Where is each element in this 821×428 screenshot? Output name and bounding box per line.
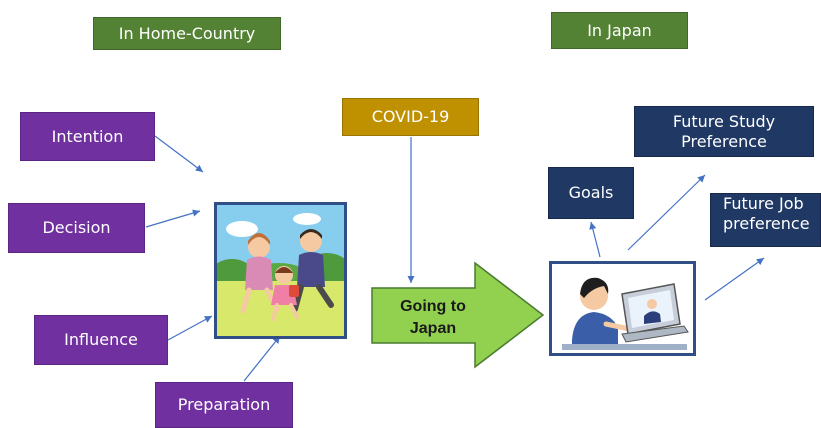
- going-to-japan-line2: Japan: [409, 319, 457, 337]
- going-to-japan-label: Going to Japan: [378, 296, 488, 339]
- future-study-box: Future Study Preference: [634, 106, 814, 157]
- online-class-illustration: [549, 261, 696, 356]
- job-connector: [704, 257, 765, 301]
- decision-box: Decision: [8, 203, 145, 253]
- preparation-connector: [243, 335, 281, 382]
- future-study-line2: Preference: [681, 131, 767, 151]
- student-laptop-icon: [552, 264, 693, 353]
- future-job-line1: Future Job: [723, 194, 804, 213]
- going-to-japan-line1: Going to: [400, 298, 466, 315]
- future-job-line2: preference: [723, 214, 810, 233]
- preparation-box: Preparation: [155, 382, 293, 428]
- japan-header: In Japan: [551, 12, 688, 49]
- home-country-header: In Home-Country: [93, 17, 281, 50]
- intention-box: Intention: [20, 112, 155, 161]
- study-connector: [627, 174, 706, 251]
- influence-box: Influence: [34, 315, 168, 365]
- family-running-icon: [210, 205, 351, 336]
- covid-box: COVID-19: [342, 98, 479, 136]
- influence-connector: [167, 315, 213, 341]
- decision-connector: [145, 209, 201, 228]
- goals-connector: [589, 221, 601, 258]
- intention-connector: [154, 135, 204, 173]
- going-to-japan-arrow: [371, 261, 545, 369]
- family-illustration: [210, 202, 351, 339]
- future-job-box: Future Job preference: [710, 193, 821, 247]
- future-study-line1: Future Study: [672, 111, 776, 131]
- goals-box: Goals: [548, 167, 634, 219]
